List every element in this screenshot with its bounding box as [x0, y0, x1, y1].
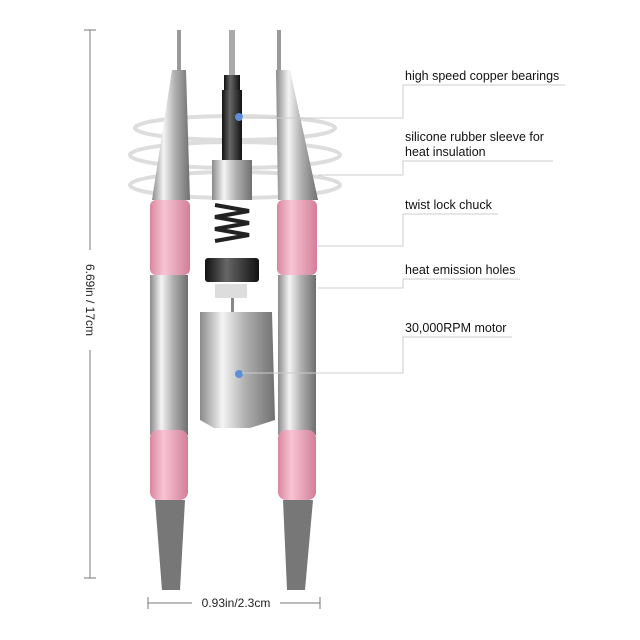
leader-lines [242, 84, 565, 374]
callout-dot [235, 113, 243, 121]
height-dimension: 6.69in / 17cm [83, 250, 97, 350]
callout-dot [235, 370, 243, 378]
label-twist-lock-chuck: twist lock chuck [405, 198, 492, 212]
label-silicone-sleeve: silicone rubber sleeve for [405, 130, 544, 144]
label-copper-bearings: high speed copper bearings [405, 69, 560, 83]
right-pen [276, 30, 318, 590]
left-pen [150, 30, 190, 590]
exploded-internals [200, 30, 275, 428]
label-motor: 30,000RPM motor [405, 321, 507, 335]
width-dimension: 0.93in/2.3cm [201, 596, 271, 610]
label-heat-insulation: heat insulation [405, 145, 486, 159]
label-heat-emission-holes: heat emission holes [405, 263, 516, 277]
